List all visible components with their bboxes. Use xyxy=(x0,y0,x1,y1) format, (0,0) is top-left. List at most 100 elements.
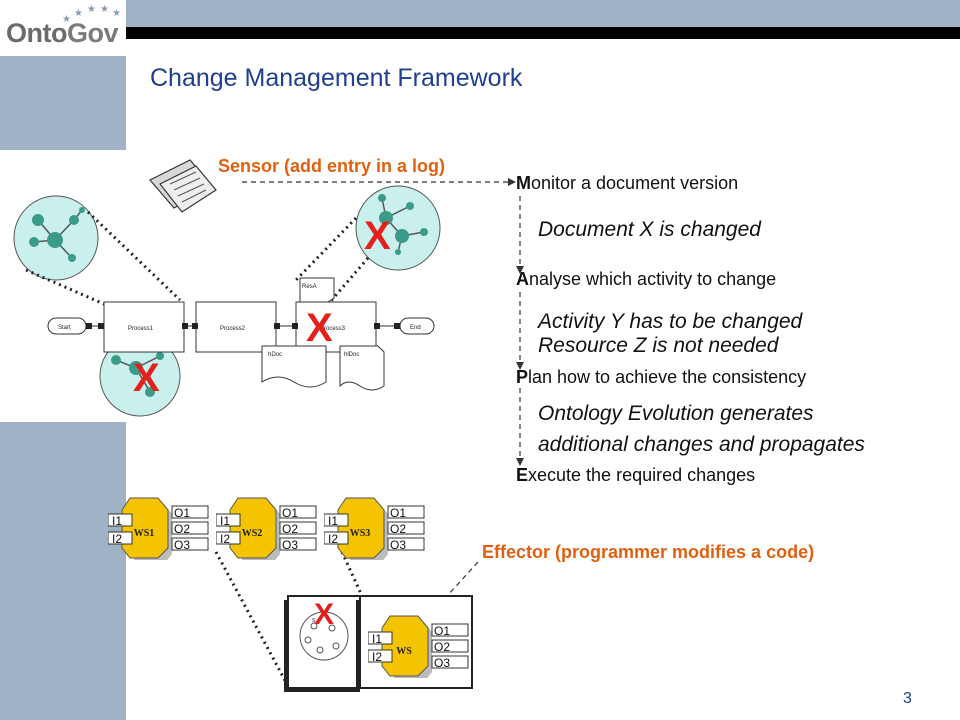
svg-text:★: ★ xyxy=(100,4,109,15)
dotted-link-4 xyxy=(294,216,358,282)
resource-doc xyxy=(299,277,335,303)
svg-text:★: ★ xyxy=(112,8,121,19)
svg-text:★: ★ xyxy=(87,4,96,15)
logo-area: ★ ★ ★ ★ ★ OntoGov xyxy=(0,0,126,56)
ws-output-2 xyxy=(279,521,317,535)
slide-number: 3 xyxy=(903,690,912,707)
ws-input-2 xyxy=(368,649,393,663)
svg-text:★: ★ xyxy=(62,14,71,25)
outcome-analyse-1: Activity Y has to be changed xyxy=(538,310,803,333)
process-diagram: Start Process1 Process2 Process3 End Res… xyxy=(13,159,516,417)
ws-input-label-2: I2 xyxy=(112,532,122,546)
ws-input-label-2: I2 xyxy=(328,532,338,546)
ws-output-label-2: O2 xyxy=(390,522,406,536)
ws-output-1 xyxy=(279,505,317,519)
process1-label: Process1 xyxy=(128,326,154,332)
ws-output-label-2: O2 xyxy=(282,522,298,536)
hdoc-shape xyxy=(261,345,327,388)
ws-input-label-1: I1 xyxy=(328,514,338,528)
workflow xyxy=(47,277,435,391)
x-mark-ontology-box: X xyxy=(314,598,334,631)
ws-input-1 xyxy=(108,513,133,527)
step-monitor: Monitor a document version xyxy=(516,173,739,193)
ws-name: WS3 xyxy=(350,528,371,539)
step-plan: Plan how to achieve the consistency xyxy=(516,367,807,387)
process2-label: Process2 xyxy=(220,326,246,332)
step-flow-arrows xyxy=(516,196,524,466)
ws-output-1 xyxy=(387,505,425,519)
ws-input-label-2: I2 xyxy=(372,650,382,664)
ws-output-label-3: O3 xyxy=(282,538,298,552)
svg-text:★: ★ xyxy=(74,8,83,19)
ws-input-2 xyxy=(216,531,241,545)
hldoc-shape xyxy=(339,345,385,391)
process3-box xyxy=(295,301,377,353)
process3-label: Process3 xyxy=(320,326,346,332)
step-execute: Execute the required changes xyxy=(516,465,756,485)
ws-input-label-1: I1 xyxy=(372,632,382,646)
workflow-labels: Start Process1 Process2 Process3 End Res… xyxy=(58,284,421,358)
effector-label: Effector (programmer modifies a code) xyxy=(482,542,815,562)
ws-name: WS xyxy=(396,646,412,657)
ws-output-1 xyxy=(431,623,469,637)
ws-name: WS1 xyxy=(134,528,155,539)
ws-output-3 xyxy=(279,537,317,551)
small-ontology-graph xyxy=(299,611,349,661)
ws-input-label-2: I2 xyxy=(220,532,230,546)
ws-output-2 xyxy=(387,521,425,535)
ontogov-logo: OntoGov xyxy=(6,18,119,48)
ws-output-label-2: O2 xyxy=(174,522,190,536)
page-title: Change Management Framework xyxy=(150,64,523,92)
ws-output-label-2: O2 xyxy=(434,640,450,654)
ws-output-label-1: O1 xyxy=(434,624,450,638)
outcome-plan-2: additional changes and propagates xyxy=(538,433,865,456)
ws-output-3 xyxy=(431,655,469,669)
sensor-label: Sensor (add entry in a log) xyxy=(218,156,446,176)
start-label: Start xyxy=(58,325,71,331)
stars-icon: ★ ★ ★ ★ ★ xyxy=(62,4,121,25)
x-mark-process3: X xyxy=(306,306,333,350)
x-mark-ontology: X xyxy=(364,214,391,258)
hdoc-label: hDoc xyxy=(268,352,282,358)
ws-output-2 xyxy=(171,521,209,535)
outcome-analyse-2: Resource Z is not needed xyxy=(538,334,779,357)
top-black-rule xyxy=(126,27,960,39)
ws-output-label-3: O3 xyxy=(174,538,190,552)
ws-output-label-1: O1 xyxy=(282,506,298,520)
ws-input-label-1: I1 xyxy=(112,514,122,528)
dotted-link-ws2 xyxy=(214,551,290,687)
end-label: End xyxy=(410,325,421,331)
ontology-node-left xyxy=(13,195,99,281)
ws-output-1 xyxy=(171,505,209,519)
x-mark-ontology-bottom: X xyxy=(133,356,160,400)
outcome-plan-1: Ontology Evolution generates xyxy=(538,402,814,425)
ws-output-2 xyxy=(431,639,469,653)
ws-input-2 xyxy=(108,531,133,545)
ws-input-1 xyxy=(216,513,241,527)
ws-output-3 xyxy=(171,537,209,551)
ws-output-label-3: O3 xyxy=(434,656,450,670)
ws-input-1 xyxy=(324,513,349,527)
small-s-label: s xyxy=(312,617,316,624)
log-document-icon xyxy=(149,159,217,213)
ws-input-label-1: I1 xyxy=(220,514,230,528)
ws-input-2 xyxy=(324,531,349,545)
process1-box xyxy=(103,301,185,353)
ws-input-1 xyxy=(368,631,393,645)
ws-output-label-3: O3 xyxy=(390,538,406,552)
ws-output-label-1: O1 xyxy=(390,506,406,520)
ontology-node-right xyxy=(355,185,441,271)
dotted-link-3 xyxy=(328,257,370,303)
dotted-link-ws3 xyxy=(340,551,364,597)
ws-output-3 xyxy=(387,537,425,551)
resource-label: ResA xyxy=(302,284,317,290)
hldoc-label: hlDoc xyxy=(344,352,359,358)
process2-box xyxy=(195,301,277,353)
outcome-monitor: Document X is changed xyxy=(538,218,761,241)
ws-name: WS2 xyxy=(242,528,263,539)
